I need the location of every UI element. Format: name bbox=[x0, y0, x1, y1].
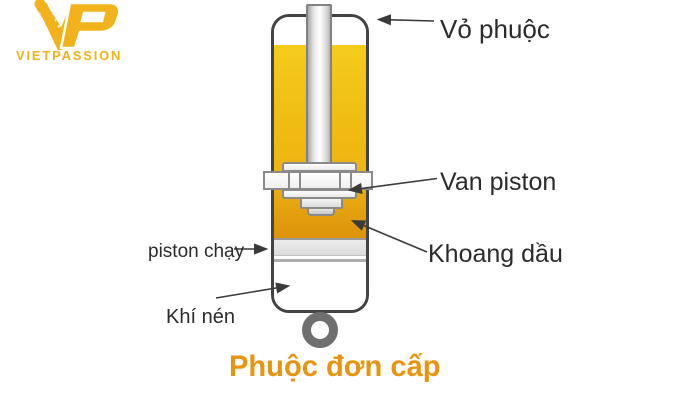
piston-rod bbox=[306, 4, 332, 164]
compressed-air-chamber bbox=[274, 262, 366, 310]
brand-logo: VIETPASSION bbox=[14, 0, 144, 63]
piston-core bbox=[288, 172, 352, 189]
label-oil-chamber: Khoang dầu bbox=[428, 240, 563, 268]
piston-valve-body bbox=[263, 171, 373, 190]
piston-valve-nub bbox=[307, 207, 335, 216]
label-piston-valve: Van piston bbox=[440, 168, 557, 196]
vietpassion-vp-monogram-icon bbox=[34, 0, 121, 50]
brand-name: VIETPASSION bbox=[16, 48, 123, 63]
mounting-eye-ring bbox=[302, 312, 338, 348]
label-shell: Vỏ phuộc bbox=[440, 14, 550, 44]
label-floating-piston: piston chạy bbox=[148, 241, 245, 262]
diagram-title: Phuộc đơn cấp bbox=[229, 350, 441, 383]
floating-piston-seal-line bbox=[274, 259, 366, 262]
leader-shell bbox=[376, 14, 435, 26]
label-compressed-air: Khí nén bbox=[166, 306, 235, 328]
floating-piston-band bbox=[274, 238, 366, 256]
